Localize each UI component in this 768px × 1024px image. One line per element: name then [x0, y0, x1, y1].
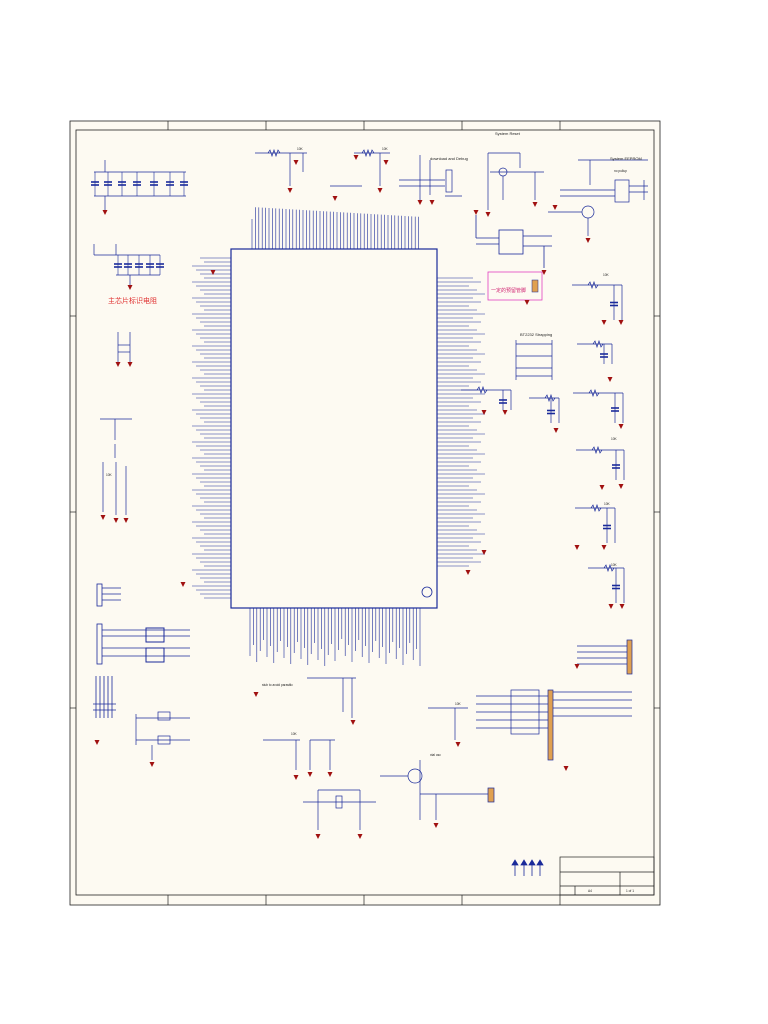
id-resistors — [117, 332, 131, 362]
svg-text:10K: 10K — [106, 473, 113, 477]
outer-frame — [69, 120, 661, 906]
system-reset-block — [487, 152, 544, 210]
svg-text:10K: 10K — [611, 563, 618, 567]
left-connectors — [93, 583, 190, 718]
decoupling-bank-top — [94, 160, 186, 210]
svg-text:System Reset: System Reset — [495, 131, 521, 136]
right-rc-networks — [461, 280, 625, 603]
bottom-middle-circuits — [263, 677, 495, 830]
strapping-block — [515, 340, 553, 380]
crystal-block-left — [135, 711, 190, 760]
svg-text:BT2232 Strapping: BT2232 Strapping — [520, 332, 552, 337]
ground-symbols — [94, 155, 625, 839]
svg-text:System EEPROM: System EEPROM — [610, 156, 642, 161]
schematic-labels: System Reset System EEPROM no pullup dow… — [106, 131, 642, 757]
debug-connector — [399, 155, 462, 200]
eeprom-block — [548, 159, 648, 236]
svg-text:10K: 10K — [611, 437, 618, 441]
pink-note-box: 一定的预留管脚 — [487, 271, 543, 301]
decoupling-bank-2 — [93, 244, 160, 285]
regulator-block — [475, 215, 552, 268]
right-connectors — [476, 639, 633, 761]
title-sheet: 1 of 1 — [626, 889, 634, 893]
svg-text:10K: 10K — [603, 273, 610, 277]
title-block — [559, 856, 655, 896]
cap-bank-2 — [114, 255, 164, 275]
svg-text:10K: 10K — [297, 147, 304, 151]
svg-text:10K: 10K — [604, 502, 611, 506]
svg-text:10K: 10K — [291, 732, 298, 736]
svg-text:download and Debug: download and Debug — [430, 156, 468, 161]
ic-pins — [192, 207, 485, 666]
svg-text:stub to avoid parasitic: stub to avoid parasitic — [262, 683, 293, 687]
svg-text:一定的预留管脚: 一定的预留管脚 — [491, 287, 526, 294]
main-ic — [230, 248, 438, 609]
left-bias-network — [100, 418, 132, 515]
top-resistors — [255, 148, 390, 187]
svg-text:no pullup: no pullup — [614, 169, 627, 173]
chinese-note: 主芯片标识电阻 — [108, 296, 157, 305]
zone-ticks — [70, 121, 660, 905]
svg-text:10K: 10K — [455, 702, 462, 706]
cap-bank-1 — [91, 172, 188, 196]
title-size: A4 — [588, 889, 592, 893]
svg-text:10K: 10K — [382, 147, 389, 151]
inner-frame — [75, 129, 655, 896]
power-arrows — [511, 859, 544, 876]
svg-text:xtal osc: xtal osc — [430, 753, 441, 757]
